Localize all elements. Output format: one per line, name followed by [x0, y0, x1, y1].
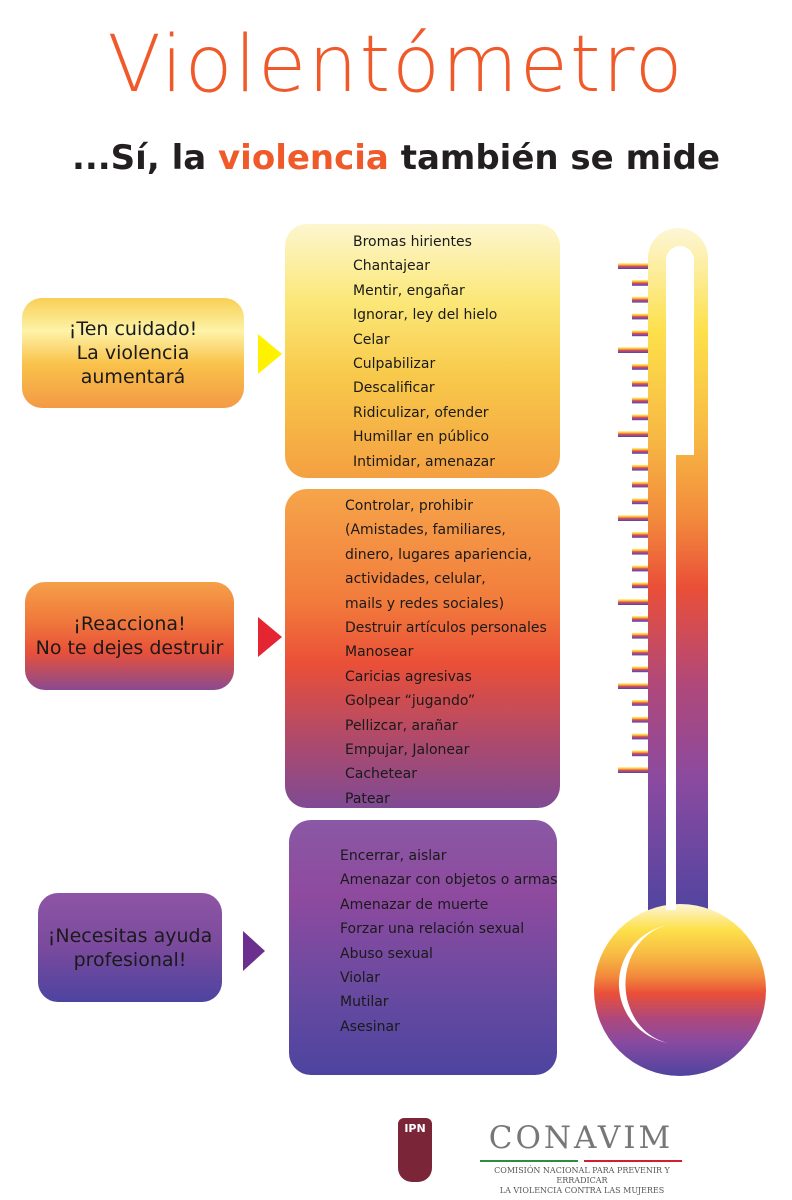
list-item: Ridiculizar, ofender [353, 404, 489, 421]
thermometer-tick [632, 750, 650, 757]
bulb-highlight [618, 925, 668, 1043]
thermometer-tick [632, 615, 650, 622]
thermometer-tick [618, 599, 650, 605]
level-2-arrow-icon [258, 617, 282, 657]
thermometer-tick [632, 296, 650, 303]
list-item: Descalificar [353, 380, 435, 397]
thermometer-tick [618, 431, 650, 437]
subtitle-pre: ...Sí, la [71, 138, 219, 178]
level-2-label-line1: ¡Reacciona! [73, 613, 186, 635]
list-item: actividades, celular, [345, 571, 486, 588]
conavim-logo: CONAVIM [488, 1120, 674, 1156]
list-item: Destruir artículos personales [345, 619, 547, 636]
thermometer-tick [618, 347, 650, 353]
list-item: mails y redes sociales) [345, 595, 505, 612]
list-item: Violar [340, 969, 380, 986]
list-item: Patear [345, 790, 390, 807]
list-item: Chantajear [353, 258, 431, 275]
list-item: Humillar en público [353, 429, 490, 446]
thermometer-tick [632, 330, 650, 337]
list-item: Amenazar de muerte [340, 896, 489, 913]
poster-subtitle: ...Sí, la violencia también se mide [0, 138, 792, 178]
list-item: Abuso sexual [340, 945, 433, 962]
thermometer-tick [632, 464, 650, 471]
list-item: Cachetear [345, 766, 417, 783]
thermometer-tick [632, 649, 650, 656]
level-2-list: Controlar, prohibir (Amistades, familiare… [345, 494, 547, 811]
level-3-label: ¡Necesitas ayuda profesional! [38, 893, 222, 1002]
thermometer-tick [632, 498, 650, 505]
list-item: Empujar, Jalonear [345, 741, 470, 758]
thermometer-tick [632, 733, 650, 740]
list-item: dinero, lugares apariencia, [345, 546, 533, 563]
thermometer-bulb [594, 904, 766, 1076]
thermometer-tick [632, 531, 650, 538]
thermometer-tick [632, 414, 650, 421]
thermometer-tick [618, 263, 650, 269]
ipn-logo-text: IPN [404, 1122, 426, 1135]
thermometer-tick [618, 767, 650, 773]
list-item: Caricias agresivas [345, 668, 472, 685]
list-item: Golpear “jugando” [345, 693, 476, 710]
red-rule [584, 1160, 682, 1162]
list-item: Manosear [345, 644, 414, 661]
level-2-label-line2: No te dejes destruir [35, 637, 224, 659]
conavim-tagline: COMISIÓN NACIONAL PARA PREVENIR Y ERRADI… [468, 1166, 696, 1196]
list-item: Mutilar [340, 994, 389, 1011]
list-item: Intimidar, amenazar [353, 453, 495, 470]
list-item: Mentir, engañar [353, 282, 465, 299]
conavim-line2: LA VIOLENCIA CONTRA LAS MUJERES [499, 1186, 665, 1195]
thermometer-tick [632, 582, 650, 589]
level-2-box: Controlar, prohibir (Amistades, familiare… [285, 489, 560, 808]
list-item: Encerrar, aislar [340, 848, 447, 864]
list-item: Controlar, prohibir [345, 498, 474, 514]
thermometer-tick [632, 565, 650, 572]
list-item: Ignorar, ley del hielo [353, 307, 498, 324]
thermometer-tick [632, 632, 650, 639]
subtitle-highlight: violencia [218, 138, 389, 178]
level-3-label-line2: profesional! [73, 948, 187, 971]
thermometer-tick [632, 447, 650, 454]
list-item: Amenazar con objetos o armas [340, 872, 558, 889]
level-1-label-line1: ¡Ten cuidado! [68, 318, 198, 340]
ipn-logo: IPN [398, 1118, 432, 1182]
thermometer-tick [632, 481, 650, 488]
level-1-label: ¡Ten cuidado! La violencia aumentará [22, 298, 244, 408]
thermometer-tick [632, 313, 650, 320]
level-3-arrow-icon [243, 931, 265, 971]
thermometer-tick [618, 683, 650, 689]
thermometer-channel [666, 246, 694, 910]
list-item: Asesinar [340, 1018, 400, 1035]
list-item: Forzar una relación sexual [340, 921, 525, 938]
thermometer-tick [632, 279, 650, 286]
thermometer-tick [632, 397, 650, 404]
list-item: (Amistades, familiares, [345, 522, 506, 539]
subtitle-post: también se mide [388, 138, 721, 178]
thermometer-tick [618, 515, 650, 521]
level-1-arrow-icon [258, 334, 282, 374]
list-item: Culpabilizar [353, 355, 436, 372]
conavim-line1: COMISIÓN NACIONAL PARA PREVENIR Y ERRADI… [494, 1166, 670, 1185]
thermometer-tick [632, 363, 650, 370]
level-3-label-line1: ¡Necesitas ayuda [47, 924, 213, 947]
list-item: Celar [353, 331, 390, 348]
list-item: Pellizcar, arañar [345, 717, 458, 734]
level-2-label: ¡Reacciona! No te dejes destruir [25, 582, 234, 690]
thermometer-tick [632, 699, 650, 706]
thermometer-tick [632, 716, 650, 723]
thermometer-icon [594, 228, 766, 1076]
thermometer-tick [632, 666, 650, 673]
list-item: Bromas hirientes [353, 234, 472, 250]
thermometer-tick [632, 380, 650, 387]
poster-title: Violentómetro [107, 20, 685, 110]
thermometer-tick [632, 548, 650, 555]
level-1-label-line2: La violencia aumentará [76, 342, 190, 388]
green-rule [480, 1160, 578, 1162]
